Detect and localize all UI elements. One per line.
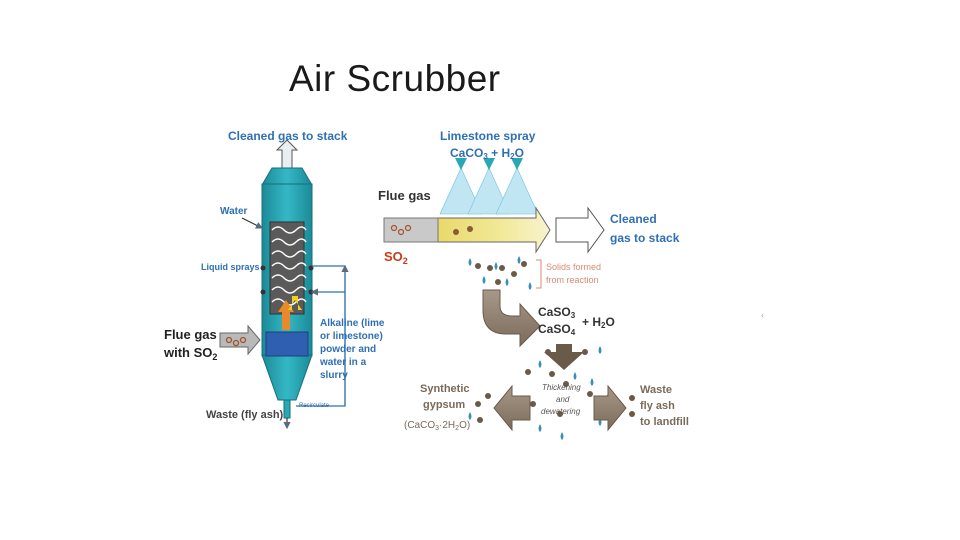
- label-gypsum-formula: (CaCO3·2H2O): [404, 420, 470, 432]
- page-marker: ‹: [761, 310, 764, 320]
- label-with-so2: with SO2: [163, 345, 217, 362]
- slide-title: Air Scrubber: [289, 58, 501, 99]
- label-cleaned: Cleaned: [610, 212, 657, 226]
- label-alkaline-slurry: Alkaline (lime or limestone) powder and …: [319, 318, 385, 381]
- label-caso3: CaSO3: [538, 305, 576, 320]
- label-gas-to-stack: gas to stack: [610, 231, 680, 245]
- label-liquid-sprays: Liquid sprays: [201, 262, 260, 272]
- label-caco3-h2o: CaCO3 + H2O: [450, 146, 524, 161]
- spray-process: [383, 158, 635, 440]
- svg-text:Alkaline (lime: Alkaline (lime: [320, 318, 385, 329]
- label-cleaned-gas-to-stack: Cleaned gas to stack: [228, 129, 348, 143]
- label-caso4: CaSO4: [538, 322, 576, 337]
- label-synthetic-gypsum: Synthetic gypsum: [420, 383, 470, 411]
- scrubber-tower: [219, 139, 349, 430]
- svg-text:and: and: [556, 395, 570, 404]
- svg-text:dewatering: dewatering: [541, 407, 581, 416]
- label-from-reaction: from reaction: [546, 275, 599, 285]
- svg-text:powder and: powder and: [320, 344, 376, 355]
- label-flue-gas: Flue gas: [164, 327, 217, 342]
- label-limestone-spray: Limestone spray: [440, 129, 536, 143]
- label-waste-landfill: Waste fly ash to landfill: [640, 384, 689, 428]
- label-so2: SO2: [384, 249, 408, 266]
- svg-text:Synthetic: Synthetic: [420, 383, 470, 395]
- label-waste-fly-ash: Waste (fly ash): [206, 409, 284, 421]
- label-flue-gas-process: Flue gas: [378, 188, 431, 203]
- svg-text:fly ash: fly ash: [640, 400, 675, 412]
- svg-text:to landfill: to landfill: [640, 416, 689, 428]
- label-solids-formed: Solids formed: [546, 262, 601, 272]
- svg-text:water in a: water in a: [319, 357, 367, 368]
- label-plus-h2o: + H2O: [582, 315, 615, 330]
- svg-text:gypsum: gypsum: [423, 399, 465, 411]
- svg-text:Waste: Waste: [640, 384, 672, 396]
- label-water: Water: [220, 206, 248, 217]
- svg-text:Thickening: Thickening: [542, 383, 581, 392]
- svg-text:or limestone): or limestone): [320, 331, 383, 342]
- label-recirculate: Recirculate: [299, 403, 330, 409]
- svg-text:slurry: slurry: [320, 370, 348, 381]
- label-thickening-dewatering: Thickening and dewatering: [541, 383, 581, 416]
